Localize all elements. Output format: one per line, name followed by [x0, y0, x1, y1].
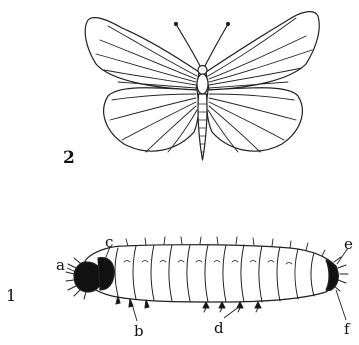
caterpillar-body — [83, 245, 337, 302]
label-e: e — [344, 235, 353, 253]
butterfly-left-forewing — [85, 18, 199, 90]
butterfly-left-hindwing — [104, 88, 199, 151]
butterfly-thorax — [197, 74, 208, 94]
butterfly-right-hindwing — [207, 88, 303, 151]
leader-f — [336, 290, 346, 320]
antenna-tip-icon — [175, 23, 178, 26]
proleg-hairs — [204, 308, 258, 312]
label-c: c — [105, 233, 113, 251]
prolegs — [203, 302, 261, 308]
caterpillar-figure-number: 1 — [6, 286, 16, 305]
label-f: f — [344, 320, 351, 338]
butterfly-illustration — [85, 12, 319, 160]
label-b: b — [134, 322, 144, 340]
butterfly-head — [198, 66, 207, 75]
leader-b — [132, 304, 137, 321]
antenna-tip-icon — [227, 23, 230, 26]
label-d: d — [214, 319, 224, 337]
label-a: a — [56, 256, 65, 274]
butterfly-figure-number: 2 — [63, 148, 75, 168]
caterpillar-head — [74, 262, 102, 292]
